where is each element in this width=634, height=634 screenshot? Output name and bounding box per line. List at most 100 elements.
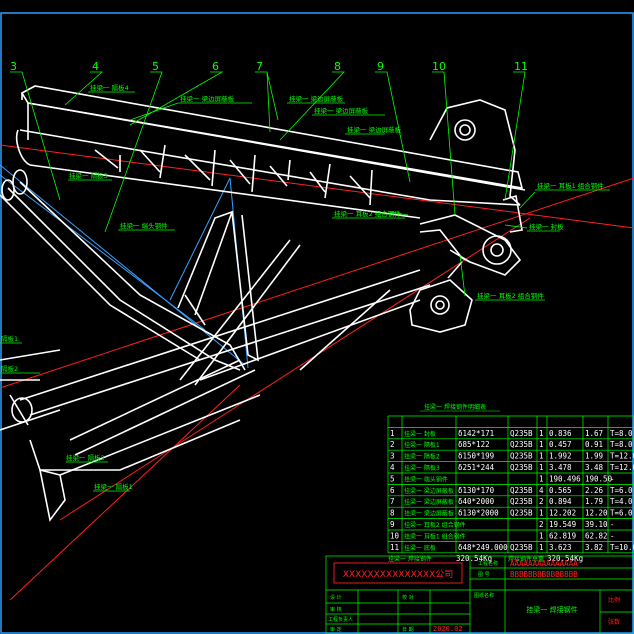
- table-cell-spec: δ130*2000: [458, 509, 499, 518]
- table-cell-no: 10: [390, 531, 400, 540]
- table-cell-note: -: [610, 474, 615, 483]
- table-cell-spec: δ150*199: [458, 452, 494, 461]
- callout-4: 4: [92, 60, 99, 73]
- project-value: AAAAAAAAAAAAAAA: [510, 559, 578, 568]
- table-cell-no: 4: [390, 463, 395, 472]
- table-cell-qty: 1: [539, 509, 544, 518]
- table-cell-total: 39.10: [585, 520, 608, 529]
- part-label-5: 挂梁一 梁边屏蔽板: [180, 94, 235, 103]
- table-cell-spec: δ130*170: [458, 486, 495, 495]
- table-cell-name: 挂梁一 底板: [404, 544, 436, 552]
- table-cell-note: -: [610, 520, 615, 529]
- table-cell-note: T=6.0: [610, 486, 633, 495]
- company-stamp-box: [333, 562, 463, 584]
- drawing-name: 挂梁一 焊接钢件: [526, 605, 577, 614]
- table-cell-note: T=10.0: [610, 543, 634, 552]
- table-cell-mat: Q235B: [510, 543, 533, 552]
- table-cell-mat: Q235B: [510, 497, 533, 506]
- scale-label: 比例: [608, 596, 620, 604]
- table-cell-note: T=12.0: [610, 452, 634, 461]
- table-cell-name: 挂梁一 耳板1 组合钢件: [404, 532, 466, 540]
- table-cell-spec: δ48*249.000: [458, 543, 508, 552]
- table-cell-name: 挂梁一 隔板3: [404, 464, 440, 472]
- part-labels: 挂梁一 隔板4 挂梁一 梁边屏蔽板 挂梁一 梁边屏蔽板 挂梁一 梁边屏蔽板 挂梁…: [1, 83, 604, 491]
- table-cell-unit: 1.992: [549, 452, 572, 461]
- part-label-3: 挂梁一 隔板3: [69, 171, 108, 180]
- table-cell-total: 12.20: [585, 509, 608, 518]
- part-label-6: 挂梁一 端头钢件: [120, 221, 168, 230]
- table-cell-unit: 3.623: [549, 543, 572, 552]
- table-cell-unit: 190.496: [549, 474, 581, 483]
- table-cell-no: 3: [390, 452, 395, 461]
- part-label-8: 挂梁一 梁边屏蔽板: [347, 125, 402, 134]
- table-cell-spec: δ142*171: [458, 429, 494, 438]
- part-label-b2: 挂梁一 隔板2: [66, 453, 105, 462]
- drawing-no-value: BBBBBBBBBBBBBBB: [510, 570, 578, 579]
- part-label-7a: 挂梁一 梁边屏蔽板: [289, 94, 344, 103]
- callout-10: 10: [432, 60, 446, 73]
- part-label-ear: 挂梁一 耳板2 组合钢件: [477, 291, 544, 300]
- sign-label-date: 日 期: [402, 627, 414, 633]
- table-cell-no: 8: [390, 509, 395, 518]
- parts-table-title: 挂梁一 焊接钢件明细表: [424, 403, 486, 411]
- table-cell-name: 挂梁一 梁边屏蔽板: [404, 487, 454, 495]
- table-cell-total: 3.82: [585, 543, 603, 552]
- table-cell-unit: 12.202: [549, 509, 576, 518]
- table-cell-unit: 0.894: [549, 497, 572, 506]
- date-value: 2020.02: [433, 625, 463, 633]
- table-cell-note: T=8.0: [610, 440, 633, 449]
- project-label: 工程名称: [478, 560, 498, 567]
- table-cell-spec: δ251*244: [458, 463, 495, 472]
- table-cell-qty: 2: [539, 520, 544, 529]
- table-cell-unit: 0.836: [549, 429, 572, 438]
- table-cell-unit: 19.549: [549, 520, 576, 529]
- table-cell-name: 挂梁一 耳板2 组合钢件: [404, 521, 466, 529]
- table-cell-spec: δ85*122: [458, 440, 490, 449]
- drawing-no-label: 图 号: [478, 572, 490, 578]
- sheets-label: 张数: [608, 618, 620, 626]
- table-cell-total: 1.67: [585, 429, 603, 438]
- table-cell-name: 挂梁一 梁边屏蔽板: [404, 498, 454, 506]
- callout-9: 9: [377, 60, 384, 73]
- table-cell-note: T=6.0: [610, 509, 633, 518]
- part-label-7b: 挂梁一 梁边屏蔽板: [314, 106, 369, 115]
- table-cell-mat: Q235B: [510, 440, 533, 449]
- table-cell-note: T=4.0: [610, 497, 633, 506]
- sign-label-design: 设 计: [330, 594, 342, 601]
- table-cell-note: T=8.0: [610, 429, 633, 438]
- table-cell-mat: Q235B: [510, 486, 533, 495]
- table-cell-no: 11: [390, 543, 399, 552]
- part-label-4: 挂梁一 隔板4: [90, 83, 129, 92]
- drawing-name-label: 图纸名称: [474, 592, 494, 599]
- part-label-left1: 隔板1: [1, 334, 18, 343]
- part-label-b1: 挂梁一 隔板1: [94, 482, 133, 491]
- beam-structure: [0, 85, 526, 522]
- table-cell-total: 190.50: [585, 474, 613, 483]
- table-total-2: 焊接钢件总重: [508, 555, 544, 563]
- table-total-3: 320.54Kg: [547, 554, 583, 563]
- part-label-9: 挂梁一 耳板2 组合钢件: [334, 209, 401, 218]
- table-cell-no: 5: [390, 474, 395, 483]
- table-cell-qty: 1: [539, 474, 544, 483]
- table-cell-qty: 2: [539, 497, 544, 506]
- table-cell-no: 1: [390, 429, 395, 438]
- center-lines: [0, 144, 634, 601]
- table-cell-qty: 4: [539, 486, 544, 495]
- callout-3: 3: [10, 60, 17, 73]
- sign-label-approve: 审 定: [330, 626, 342, 633]
- sign-label-check: 校 对: [402, 594, 414, 601]
- table-cell-mat: Q235B: [510, 429, 533, 438]
- table-cell-spec: δ40*2000: [458, 497, 495, 506]
- table-cell-no: 2: [390, 440, 395, 449]
- company-name: XXXXXXXXXXXXXXX公司: [343, 569, 453, 580]
- table-cell-name: 挂梁一 隔板2: [404, 453, 440, 461]
- table-cell-total: 0.91: [585, 440, 603, 449]
- table-cell-total: 2.26: [585, 486, 604, 495]
- callout-8: 8: [334, 60, 341, 73]
- table-cell-qty: 1: [539, 463, 544, 472]
- table-cell-name: 挂梁一 端头钢件: [404, 475, 448, 483]
- table-cell-unit: 62.819: [549, 531, 576, 540]
- table-cell-total: 1.79: [585, 497, 603, 506]
- table-cell-total: 3.48: [585, 463, 604, 472]
